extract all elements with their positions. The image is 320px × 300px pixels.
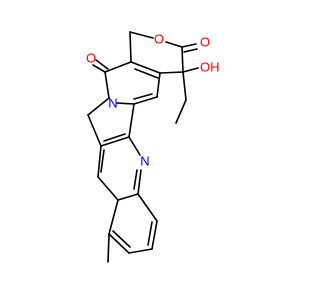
bond <box>87 97 110 116</box>
bond <box>137 193 158 222</box>
bond <box>104 71 110 99</box>
bond <box>108 233 130 254</box>
bond <box>182 67 199 73</box>
bond <box>165 41 183 48</box>
bond <box>134 68 159 79</box>
bond <box>104 61 132 73</box>
bond <box>156 72 161 98</box>
bond <box>128 103 135 138</box>
ring-oxygen-label: O <box>154 31 164 46</box>
bond <box>107 233 110 263</box>
bond <box>159 71 184 74</box>
bond <box>112 230 131 248</box>
bond <box>97 176 119 201</box>
atom-labels: O O O OH N N <box>86 31 220 168</box>
bond <box>182 71 187 101</box>
bond <box>183 48 198 53</box>
bond <box>181 43 197 48</box>
bond <box>87 114 102 147</box>
bond <box>130 61 161 74</box>
bond-group <box>87 31 199 263</box>
bond <box>133 169 138 190</box>
lactone-carbonyl-oxygen-label: O <box>200 34 210 49</box>
bond <box>97 145 102 178</box>
bond <box>147 221 153 246</box>
bond <box>133 96 158 105</box>
amide-carbonyl-oxygen-label: O <box>86 50 96 65</box>
bond <box>129 31 132 63</box>
molecule-diagram: O O O OH N N <box>85 31 220 263</box>
bond <box>92 64 106 73</box>
bond <box>117 193 139 201</box>
bond <box>108 199 119 235</box>
bond <box>100 136 130 147</box>
quinoline-nitrogen-label: N <box>140 153 149 168</box>
bond <box>103 133 126 142</box>
bond <box>181 46 184 73</box>
structure-svg: O O O OH N N <box>86 31 220 263</box>
bond <box>100 149 105 173</box>
bond <box>175 99 187 124</box>
bond <box>128 248 153 254</box>
hydroxyl-label: OH <box>200 59 220 74</box>
bond <box>128 136 141 156</box>
amide-nitrogen-label: N <box>108 95 117 110</box>
bond <box>95 59 109 70</box>
bond <box>133 93 153 100</box>
bond <box>116 102 135 105</box>
bond <box>129 31 154 39</box>
bond <box>137 169 142 195</box>
bond <box>151 220 158 250</box>
